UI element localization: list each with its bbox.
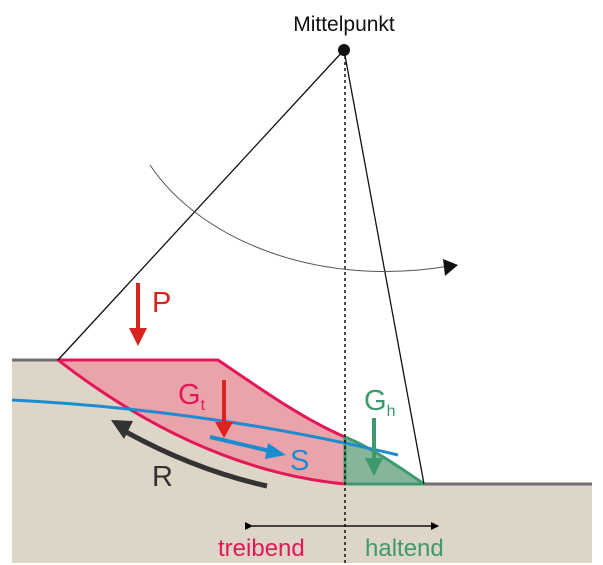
weight-arrow-gh [365,418,383,476]
seepage-force-arrow [209,435,286,459]
resistance-label: R [152,461,173,493]
load-arrow-p [129,283,147,346]
resistance-arrow [111,420,268,489]
weight-label-gh-base: G [364,385,387,417]
water-line [11,398,399,457]
weight-arrow-gt [215,380,233,438]
radius-left [57,49,345,361]
seepage-force-label: S [290,445,309,477]
weight-label-gt-base: G [178,379,201,411]
soil-body [12,360,592,563]
resisting-sliding-body [343,435,426,486]
weight-label-gh: Gh [364,385,395,420]
weight-label-gh-sub: h [387,403,396,420]
rotation-arc [149,164,456,272]
rotation-arrowhead [443,259,458,276]
radius-right [343,49,425,485]
weight-label-gt-sub: t [201,397,206,414]
center-label: Mittelpunkt [293,13,395,36]
center-point [338,44,350,56]
resisting-label: haltend [365,535,444,562]
weight-label-gt: Gt [178,379,206,414]
driving-label: treibend [218,535,305,562]
load-label-p: P [152,287,171,319]
